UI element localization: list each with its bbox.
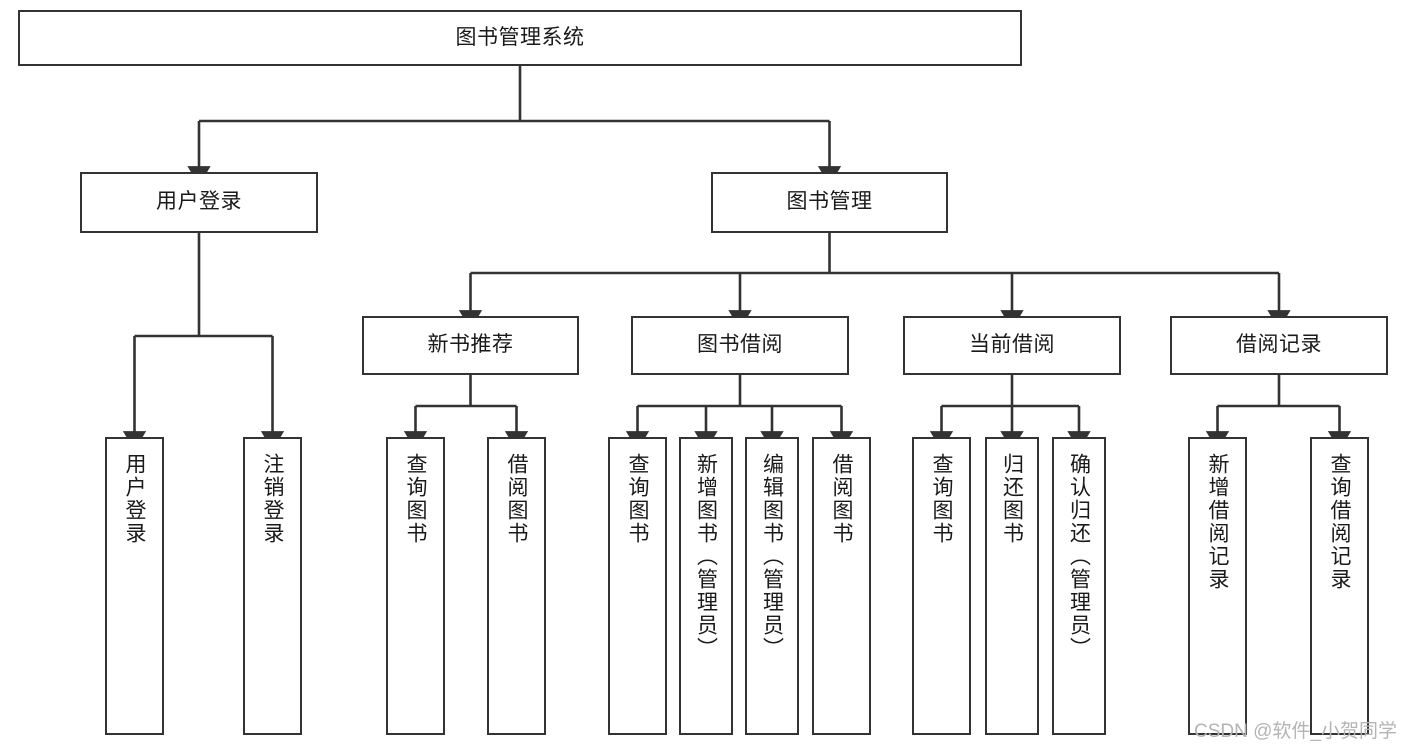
node-label-new-book-recommend: 新书推荐 — [427, 333, 514, 357]
node-leaf-add-book[interactable]: 新增图书（管理员） — [679, 437, 733, 735]
node-label-leaf-add-book: 新增图书（管理员） — [694, 453, 718, 660]
node-label-leaf-query-record: 查询借阅记录 — [1328, 453, 1351, 591]
node-leaf-user-logout[interactable]: 注销登录 — [243, 437, 302, 735]
node-label-root: 图书管理系统 — [455, 25, 585, 49]
node-leaf-query-book-3[interactable]: 查询图书 — [912, 437, 971, 735]
node-book-manage[interactable]: 图书管理 — [711, 172, 948, 233]
node-leaf-user-login[interactable]: 用户登录 — [105, 437, 164, 735]
node-leaf-borrow-book-2[interactable]: 借阅图书 — [812, 437, 871, 735]
node-leaf-query-record[interactable]: 查询借阅记录 — [1310, 437, 1369, 735]
node-leaf-borrow-book-1[interactable]: 借阅图书 — [487, 437, 546, 735]
node-root[interactable]: 图书管理系统 — [18, 10, 1022, 66]
node-leaf-query-book-2[interactable]: 查询图书 — [608, 437, 667, 735]
node-label-leaf-user-login: 用户登录 — [123, 453, 146, 545]
node-label-current-borrow: 当前借阅 — [969, 333, 1055, 357]
node-leaf-query-book-1[interactable]: 查询图书 — [386, 437, 445, 735]
node-label-leaf-borrow-book-2: 借阅图书 — [830, 453, 853, 545]
node-leaf-edit-book[interactable]: 编辑图书（管理员） — [745, 437, 799, 735]
watermark: CSDN @软件_小贺同学 — [1194, 721, 1397, 742]
node-label-book-manage: 图书管理 — [786, 190, 873, 214]
node-label-leaf-confirm-return: 确认归还（管理员） — [1067, 453, 1091, 660]
node-label-borrow-record: 借阅记录 — [1236, 333, 1322, 357]
node-leaf-return-book[interactable]: 归还图书 — [985, 437, 1039, 735]
node-new-book-recommend[interactable]: 新书推荐 — [362, 316, 579, 375]
node-current-borrow[interactable]: 当前借阅 — [903, 316, 1121, 375]
node-label-book-borrow: 图书借阅 — [697, 333, 783, 357]
node-label-leaf-add-record: 新增借阅记录 — [1206, 453, 1229, 591]
node-label-leaf-user-logout: 注销登录 — [261, 453, 284, 545]
node-label-leaf-return-book: 归还图书 — [1000, 453, 1024, 545]
node-book-borrow[interactable]: 图书借阅 — [631, 316, 849, 375]
node-label-leaf-query-book-1: 查询图书 — [404, 453, 427, 545]
node-leaf-confirm-return[interactable]: 确认归还（管理员） — [1052, 437, 1106, 735]
node-label-leaf-query-book-3: 查询图书 — [930, 453, 953, 545]
node-label-leaf-query-book-2: 查询图书 — [626, 453, 649, 545]
node-user-login[interactable]: 用户登录 — [80, 172, 318, 233]
node-leaf-add-record[interactable]: 新增借阅记录 — [1188, 437, 1247, 735]
node-label-leaf-borrow-book-1: 借阅图书 — [505, 453, 528, 545]
node-label-leaf-edit-book: 编辑图书（管理员） — [760, 453, 784, 660]
node-borrow-record[interactable]: 借阅记录 — [1170, 316, 1388, 375]
node-label-user-login: 用户登录 — [156, 190, 242, 214]
